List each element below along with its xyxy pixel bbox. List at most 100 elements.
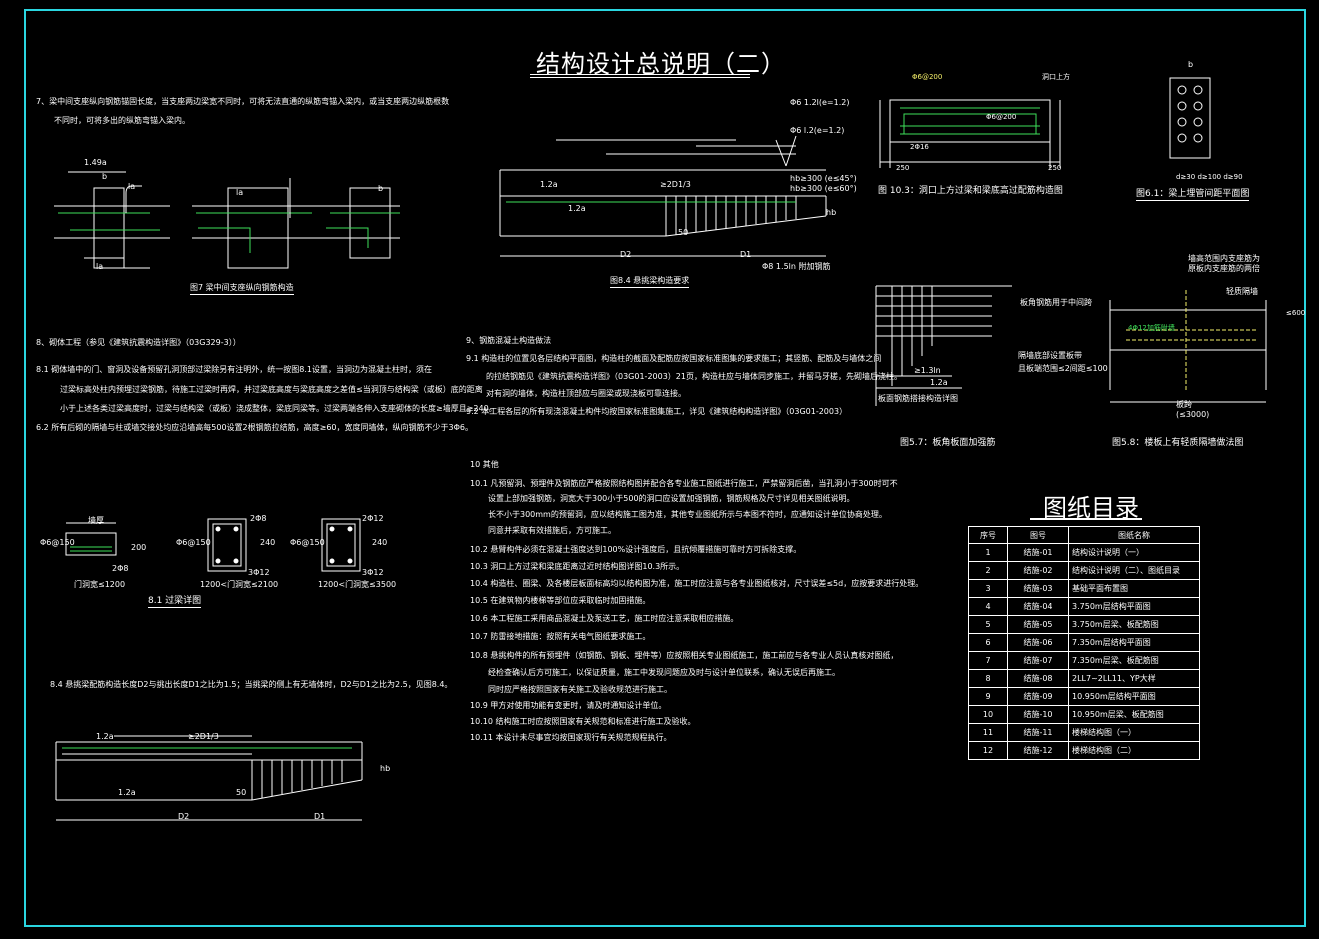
figure-10-3-drawing	[879, 99, 1061, 168]
row-code: 结施-11	[1007, 723, 1069, 742]
row-title: 3.750m层结构平面图	[1068, 597, 1200, 616]
row-title: 7.350m层结构平面图	[1068, 633, 1200, 652]
label-2phi12: 2Φ12	[362, 514, 384, 523]
label-bar-5: Φ8 1.5ln 附加钢筋	[762, 262, 831, 271]
row-no: 9	[968, 687, 1008, 706]
section-10: 10 其他	[470, 460, 499, 469]
label-wall-2: 原板内支座筋的两倍	[1188, 264, 1260, 273]
label-beam-width: 墙厚	[88, 516, 104, 525]
label-opening-1: 门洞宽≤1200	[74, 580, 126, 589]
cantilever-beam-drawing-top	[499, 135, 827, 257]
label-pipe-spacing: d≥30 d≥100 d≥90	[1176, 173, 1243, 181]
row-title: 楼梯结构图（一）	[1068, 723, 1200, 742]
section-10-9: 10.9 甲方对使用功能有变更时，请及时通知设计单位。	[470, 701, 667, 710]
label-wall-7: ≤600	[1286, 309, 1306, 317]
row-title: 基础平面布置图	[1068, 579, 1200, 598]
figure-6-1-caption: 图6.1：梁上埋管间距平面图	[1136, 186, 1250, 201]
label-wall-3: 轻质隔墙	[1226, 287, 1258, 296]
label-bar-1: Φ6 1.2l(e=1.2)	[790, 98, 850, 107]
row-title: 楼梯结构图（二）	[1068, 741, 1200, 760]
figure-5-8-drawing	[1109, 290, 1267, 403]
label-la-3: la	[96, 262, 104, 271]
section-10-4: 10.4 构造柱、圈梁、及各楼层板面标高均以结构图为准，施工时应注意与各专业图纸…	[470, 579, 924, 588]
row-code: 结施-05	[1007, 615, 1069, 634]
figure-8-4-caption: 图8.4 悬挑梁构造要求	[610, 275, 690, 288]
section-9-1a: 9.1 构造柱的位置见各层结构平面图，构造柱的截面及配筋应按国家标准图集的要求施…	[466, 354, 882, 363]
section-10-1d: 同意并采取有效措施后，方可施工。	[488, 526, 616, 535]
row-no: 6	[968, 633, 1008, 652]
label-bar-3: hb≥300 (e≤45°)	[790, 174, 857, 183]
label-240-a: 240	[260, 538, 276, 547]
row-no: 2	[968, 561, 1008, 580]
row-code: 结施-06	[1007, 633, 1069, 652]
label-hb-left: hb	[380, 764, 391, 773]
label-corner-3: 且板端范围≤2间距≤100	[1018, 364, 1108, 373]
figure-10-3-caption: 图 10.3：洞口上方过梁和梁底高过配筋构造图	[878, 186, 1063, 196]
title-underline-2	[530, 77, 750, 78]
row-no: 7	[968, 651, 1008, 670]
label-12a-left: 1.2a	[96, 732, 114, 741]
label-13ln: ≥1.3ln	[914, 366, 941, 375]
section-9-1c: 对有洞的墙体，构造柱顶部应与圈梁或现浇板可靠连接。	[486, 389, 686, 398]
lintel-details-drawing	[65, 518, 361, 572]
label-wall-1: 墙高范围内支座筋为	[1188, 254, 1260, 263]
section-10-1c: 长不小于300mm的预留洞，应以结构施工图为准，其他专业图纸所示与本图不符时，应…	[488, 510, 887, 519]
drawing-frame	[24, 9, 1306, 927]
row-no: 5	[968, 615, 1008, 634]
title-underline	[530, 74, 750, 75]
section-10-11: 10.11 本设计未尽事宜均按国家现行有关规范规程执行。	[470, 733, 672, 742]
row-no: 10	[968, 705, 1008, 724]
label-12a-top: 1.2a	[540, 180, 558, 189]
row-title: 结构设计说明（一）	[1068, 543, 1200, 562]
header-no: 序号	[968, 526, 1008, 544]
row-no: 4	[968, 597, 1008, 616]
figure-7-caption: 图7 梁中间支座纵向钢筋构造	[190, 282, 294, 295]
label-wall-5: (≤3000)	[1176, 410, 1210, 419]
label-phi6200: Φ6@200	[986, 113, 1017, 121]
label-2d1-left: ≥2D1/3	[188, 732, 219, 741]
section-8: 8、砌体工程（参见《建筑抗震构造详图》（03G329-3））	[36, 338, 241, 347]
label-b: b	[102, 172, 108, 181]
table-header-row: 序号 图号 图纸名称	[968, 526, 1200, 544]
section-9-2: 9.2 本工程各层的所有现浇混凝土构件均按国家标准图集施工，详见《建筑结构构造详…	[466, 407, 848, 416]
label-b-2: b	[378, 184, 384, 193]
row-code: 结施-03	[1007, 579, 1069, 598]
section-8-1b: 过梁标高处柱内预埋过梁钢筋，待施工过梁时再焊，并过梁底高度与梁底高度之差值≤当洞…	[60, 385, 483, 394]
label-phi6150-c: Φ6@150	[290, 538, 325, 547]
label-2phi8-b: 2Φ8	[250, 514, 267, 523]
label-la-2: la	[236, 188, 244, 197]
section-8-2: 6.2 所有后砌的隔墙与柱或墙交接处均应沿墙高每500设置2根钢筋拉结筋，高度≥…	[36, 423, 473, 432]
label-D1-left: D1	[314, 812, 326, 821]
row-code: 结施-08	[1007, 669, 1069, 688]
label-12a-corner: 1.2a	[930, 378, 948, 387]
label-corner-1: 板角钢筋用于中间跨	[1020, 298, 1092, 307]
label-corner-2: 隔墙底部设置板带	[1018, 351, 1082, 360]
label-corner-4: 板面钢筋搭接构造详图	[878, 394, 958, 403]
row-title: 7.350m层梁、板配筋图	[1068, 651, 1200, 670]
row-no: 8	[968, 669, 1008, 688]
label-2phi16: 2Φ16	[910, 143, 929, 151]
section-10-7: 10.7 防雷接地措施：按照有关电气图纸要求施工。	[470, 632, 651, 641]
section-8-1a: 8.1 砌体墙中的门、窗洞及设备预留孔洞顶部过梁除另有注明外，统一按图8.1设置…	[36, 365, 432, 374]
label-149a: 1.49a	[84, 158, 107, 167]
toc-title: 图纸目录	[1043, 494, 1139, 522]
label-bar-4: hb≥300 (e≤60°)	[790, 184, 857, 193]
label-opening-3: 1200<门洞宽≤3500	[318, 580, 397, 589]
label-opening-above: 洞口上方	[1042, 73, 1070, 81]
row-code: 结施-01	[1007, 543, 1069, 562]
label-250-b: 250	[1048, 164, 1062, 172]
section-8-4: 8.4 悬挑梁配筋构造长度D2与挑出长度D1之比为1.5；当挑梁的侧上有无墙体时…	[50, 680, 453, 689]
label-200: 200	[131, 543, 147, 552]
section-9: 9、钢筋混凝土构造做法	[466, 336, 552, 345]
label-hb-top: hb	[826, 208, 837, 217]
row-code: 结施-04	[1007, 597, 1069, 616]
label-50-left: 50	[236, 788, 247, 797]
row-code: 结施-09	[1007, 687, 1069, 706]
